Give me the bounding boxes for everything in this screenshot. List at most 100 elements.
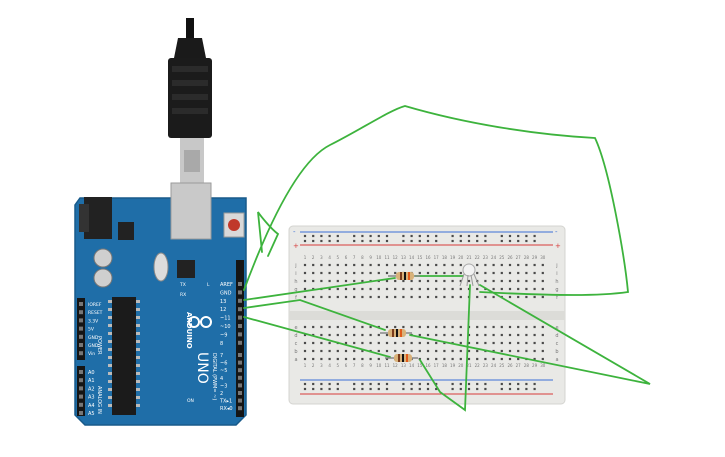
breadboard-hole[interactable] (402, 279, 405, 283)
breadboard-hole[interactable] (303, 387, 307, 391)
breadboard-hole[interactable] (361, 295, 364, 299)
breadboard-hole[interactable] (435, 239, 438, 243)
breadboard-hole[interactable] (320, 234, 323, 238)
breadboard-hole[interactable] (443, 325, 446, 329)
breadboard-hole[interactable] (500, 234, 503, 238)
breadboard-hole[interactable] (525, 234, 528, 238)
breadboard-hole[interactable] (484, 295, 487, 299)
breadboard-hole[interactable] (410, 263, 413, 267)
breadboard-hole[interactable] (385, 382, 389, 386)
breadboard-hole[interactable] (344, 341, 348, 345)
breadboard-hole[interactable] (312, 387, 315, 391)
breadboard-hole[interactable] (344, 295, 348, 299)
breadboard-hole[interactable] (312, 357, 315, 361)
breadboard-hole[interactable] (435, 333, 438, 337)
breadboard-hole[interactable] (320, 333, 323, 337)
breadboard-hole[interactable] (517, 387, 520, 391)
breadboard-hole[interactable] (476, 239, 479, 243)
breadboard-hole[interactable] (402, 234, 405, 238)
breadboard-hole[interactable] (402, 341, 405, 345)
breadboard-hole[interactable] (328, 234, 331, 238)
header-pin-hole[interactable] (238, 290, 242, 295)
breadboard-hole[interactable] (517, 239, 520, 243)
breadboard-hole[interactable] (377, 349, 380, 353)
breadboard-hole[interactable] (402, 263, 405, 267)
breadboard-hole[interactable] (533, 279, 536, 283)
breadboard-hole[interactable] (426, 234, 430, 238)
breadboard-hole[interactable] (533, 271, 536, 275)
breadboard-hole[interactable] (410, 279, 413, 283)
breadboard-hole[interactable] (500, 349, 503, 353)
breadboard-hole[interactable] (377, 341, 380, 345)
breadboard-hole[interactable] (320, 349, 323, 353)
breadboard-hole[interactable] (459, 349, 462, 353)
header-pin-hole[interactable] (79, 334, 83, 339)
breadboard-hole[interactable] (451, 287, 454, 291)
breadboard-hole[interactable] (385, 271, 389, 275)
breadboard-hole[interactable] (533, 357, 536, 361)
header-pin-hole[interactable] (79, 394, 83, 399)
breadboard-hole[interactable] (394, 271, 397, 275)
breadboard-hole[interactable] (492, 357, 495, 361)
breadboard-hole[interactable] (410, 325, 413, 329)
breadboard-hole[interactable] (369, 325, 372, 329)
breadboard-hole[interactable] (517, 295, 520, 299)
breadboard-hole[interactable] (508, 239, 512, 243)
breadboard-hole[interactable] (353, 279, 356, 283)
breadboard-hole[interactable] (459, 287, 462, 291)
breadboard-hole[interactable] (361, 387, 364, 391)
header-pin-hole[interactable] (79, 318, 83, 323)
breadboard-hole[interactable] (459, 239, 462, 243)
breadboard-hole[interactable] (533, 287, 536, 291)
breadboard-hole[interactable] (525, 387, 528, 391)
breadboard-hole[interactable] (459, 279, 462, 283)
breadboard-hole[interactable] (492, 341, 495, 345)
breadboard-hole[interactable] (402, 325, 405, 329)
breadboard-hole[interactable] (451, 234, 454, 238)
breadboard-hole[interactable] (312, 341, 315, 345)
breadboard-hole[interactable] (385, 325, 389, 329)
breadboard-hole[interactable] (336, 333, 339, 337)
breadboard-hole[interactable] (328, 382, 331, 386)
breadboard-hole[interactable] (533, 333, 536, 337)
breadboard-hole[interactable] (312, 287, 315, 291)
breadboard-hole[interactable] (541, 287, 544, 291)
breadboard-hole[interactable] (476, 287, 479, 291)
breadboard-hole[interactable] (394, 279, 397, 283)
breadboard-hole[interactable] (361, 349, 364, 353)
breadboard-hole[interactable] (517, 325, 520, 329)
breadboard-hole[interactable] (435, 295, 438, 299)
breadboard-hole[interactable] (344, 263, 348, 267)
breadboard-hole[interactable] (533, 263, 536, 267)
breadboard-hole[interactable] (500, 287, 503, 291)
breadboard-hole[interactable] (320, 357, 323, 361)
breadboard-hole[interactable] (402, 239, 405, 243)
breadboard-hole[interactable] (533, 341, 536, 345)
breadboard-hole[interactable] (459, 387, 462, 391)
breadboard-hole[interactable] (410, 234, 413, 238)
breadboard-hole[interactable] (377, 263, 380, 267)
breadboard-hole[interactable] (492, 325, 495, 329)
breadboard-hole[interactable] (353, 349, 356, 353)
breadboard-hole[interactable] (361, 263, 364, 267)
breadboard-hole[interactable] (426, 357, 430, 361)
breadboard-hole[interactable] (525, 295, 528, 299)
breadboard-hole[interactable] (385, 341, 389, 345)
breadboard-hole[interactable] (361, 325, 364, 329)
breadboard-hole[interactable] (303, 239, 307, 243)
breadboard-hole[interactable] (353, 357, 356, 361)
breadboard-hole[interactable] (525, 382, 528, 386)
breadboard-hole[interactable] (492, 279, 495, 283)
breadboard-hole[interactable] (443, 287, 446, 291)
breadboard-hole[interactable] (451, 295, 454, 299)
breadboard-hole[interactable] (303, 287, 307, 291)
header-pin-hole[interactable] (79, 370, 83, 374)
breadboard-hole[interactable] (435, 382, 438, 386)
breadboard-hole[interactable] (353, 341, 356, 345)
resistor-1[interactable] (388, 272, 420, 280)
header-pin-hole[interactable] (238, 383, 242, 388)
wire-gnd-jumper[interactable] (257, 211, 280, 257)
wire-pin11-to-resistor[interactable] (243, 316, 391, 358)
breadboard[interactable]: + + - - 11223344556677889910101111121213… (288, 225, 566, 405)
breadboard-hole[interactable] (369, 295, 372, 299)
